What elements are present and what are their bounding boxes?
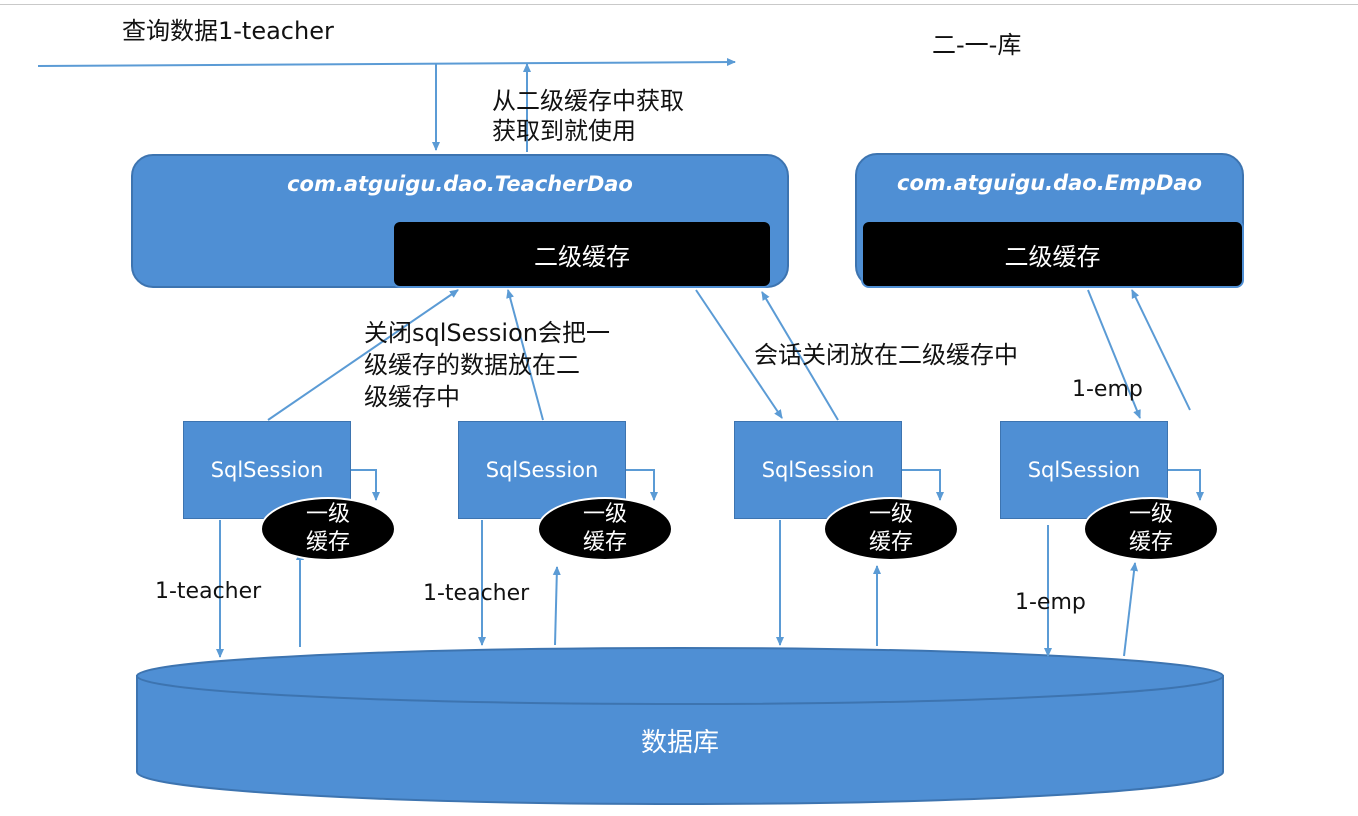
database-cylinder <box>136 647 1224 805</box>
close-session-note-line3: 级缓存中 <box>364 383 460 411</box>
session-close-note: 会话关闭放在二级缓存中 <box>754 341 1018 369</box>
namespace-label: 二-一-库 <box>932 31 1022 59</box>
close-session-note-line1: 关闭sqlSession会把一 <box>364 319 610 347</box>
first-level-cache-4-text: 一级缓存 <box>1128 502 1173 555</box>
top-border <box>0 4 1358 5</box>
database-label: 数据库 <box>640 728 719 758</box>
close-session-note-line2: 级缓存的数据放在二 <box>364 351 580 379</box>
session4-edge-label: 1-emp <box>1015 590 1086 615</box>
first-level-cache-1-text: 一级缓存 <box>305 502 350 555</box>
get-from-cache-label-line1: 从二级缓存中获取 <box>492 87 684 115</box>
emp-dao-name: com.atguigu.dao.EmpDao <box>897 171 1202 195</box>
teacher-dao-name: com.atguigu.dao.TeacherDao <box>287 172 633 196</box>
session1-edge-label: 1-teacher <box>155 579 262 604</box>
first-level-cache-4: 一级缓存 <box>1083 497 1219 561</box>
emp-top-edge-label: 1-emp <box>1072 377 1143 402</box>
session2-edge-label: 1-teacher <box>423 581 530 606</box>
first-level-cache-2-text: 一级缓存 <box>582 502 627 555</box>
first-level-cache-3: 一级缓存 <box>823 497 959 561</box>
first-level-cache-3-text: 一级缓存 <box>868 502 913 555</box>
query-flow-arrow <box>37 58 736 67</box>
get-from-cache-label-line2: 获取到就使用 <box>492 117 636 145</box>
query-label: 查询数据1-teacher <box>122 17 334 45</box>
emp-second-level-cache: 二级缓存 <box>861 220 1244 288</box>
teacher-second-level-cache: 二级缓存 <box>392 220 772 288</box>
first-level-cache-2: 一级缓存 <box>537 497 673 561</box>
first-level-cache-1: 一级缓存 <box>260 497 396 561</box>
